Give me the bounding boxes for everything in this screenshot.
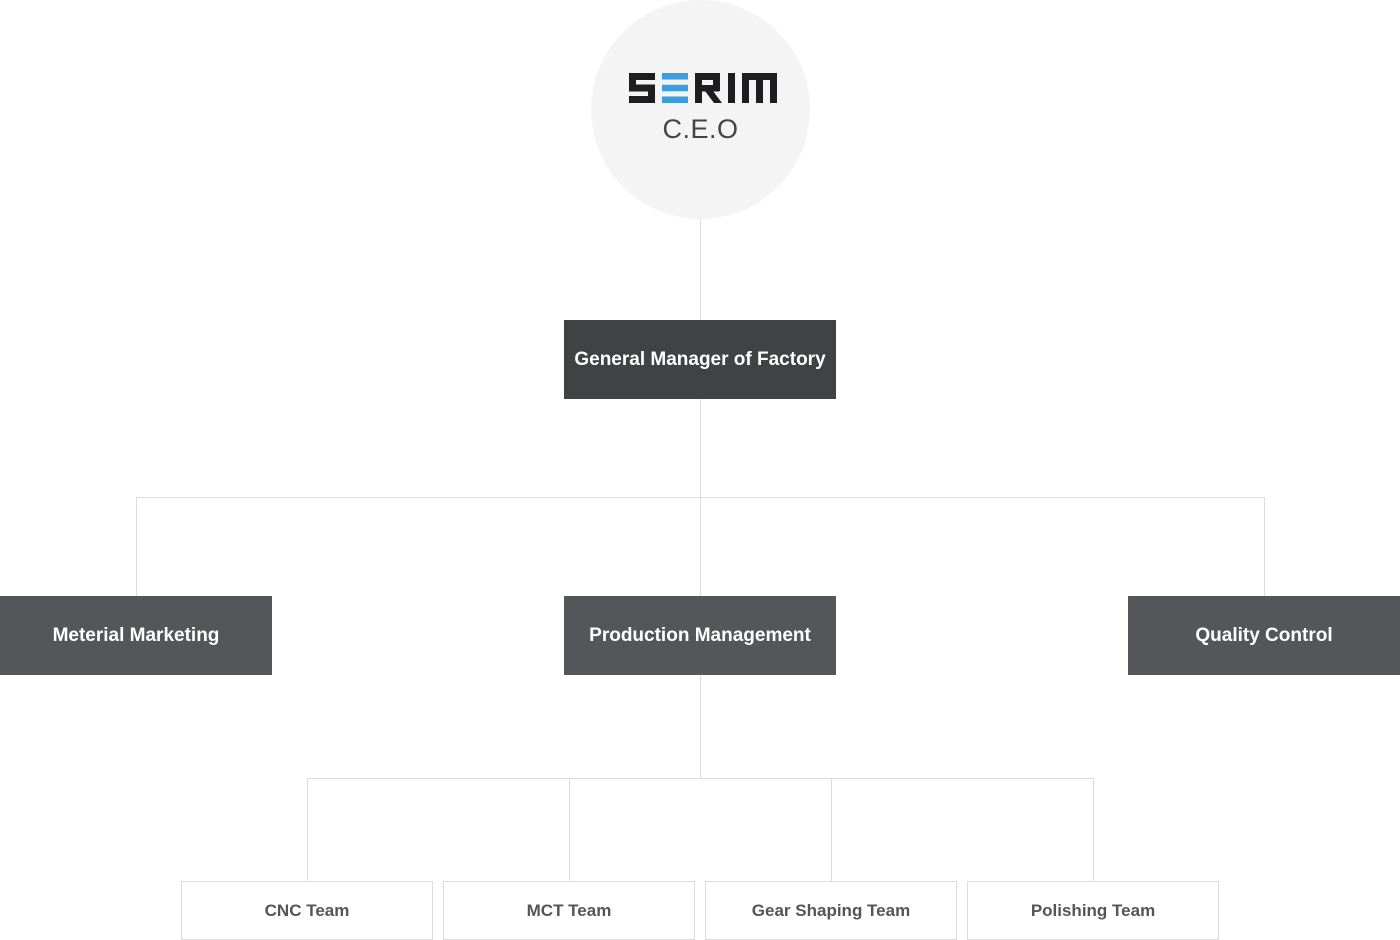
team-mct: MCT Team bbox=[443, 881, 695, 940]
connector-production-to-teams bbox=[700, 675, 701, 778]
connector-to-cnc-team bbox=[307, 778, 308, 881]
serim-logo bbox=[629, 73, 777, 103]
connector-to-gear-shaping-team bbox=[831, 778, 832, 881]
department-meterial-marketing: Meterial Marketing bbox=[0, 596, 272, 675]
general-manager-box: General Manager of Factory bbox=[564, 320, 836, 399]
team-gear-shaping: Gear Shaping Team bbox=[705, 881, 957, 940]
connector-to-mct-team bbox=[569, 778, 570, 881]
connector-departments-horizontal bbox=[136, 497, 1265, 498]
connector-to-polishing-team bbox=[1093, 778, 1094, 881]
ceo-title: C.E.O bbox=[662, 114, 739, 144]
department-quality-control: Quality Control bbox=[1128, 596, 1400, 675]
connector-to-quality-control bbox=[1264, 497, 1265, 596]
connector-teams-horizontal bbox=[307, 778, 1094, 779]
connector-ceo-to-manager bbox=[700, 219, 701, 320]
team-polishing: Polishing Team bbox=[967, 881, 1219, 940]
department-production-management: Production Management bbox=[564, 596, 836, 675]
team-cnc: CNC Team bbox=[181, 881, 433, 940]
connector-to-meterial-marketing bbox=[136, 497, 137, 596]
ceo-node: C.E.O bbox=[591, 0, 810, 219]
